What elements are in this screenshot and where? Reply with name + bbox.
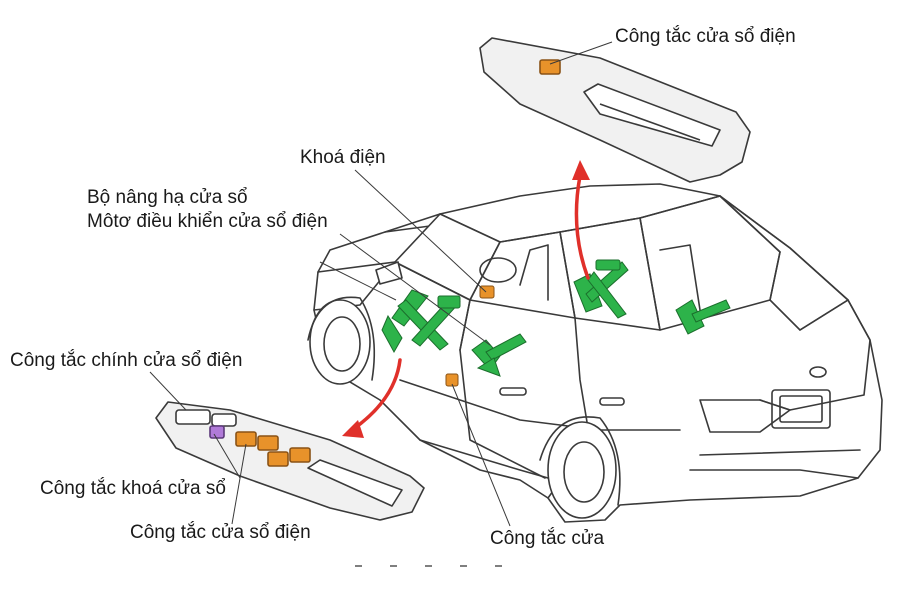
leader-master-switch: [149, 371, 187, 411]
arrow-head-up: [572, 160, 590, 180]
arrow-head-down: [342, 420, 364, 438]
license-plate: [771, 389, 831, 429]
front-door-handle: [499, 387, 527, 396]
label-power-lock: Khoá điện: [300, 147, 386, 168]
side-mirror: [375, 261, 403, 285]
leader-regulator: [319, 261, 397, 301]
rear-bumper: [689, 449, 861, 479]
arrow-to-master-panel: [350, 358, 402, 432]
master-lock-button-housing: [175, 409, 211, 425]
master-mirror-button-housing: [211, 413, 237, 427]
leader-top-switch: [549, 41, 613, 65]
label-master-window-switch: Công tắc chính cửa sổ điện: [10, 350, 243, 371]
body-crease: [399, 379, 681, 431]
master-window-switches: [235, 431, 311, 467]
front-door-line: [459, 299, 546, 479]
rear-wheel-arch: [539, 416, 621, 506]
rear-wheel-hub: [563, 441, 605, 503]
rear-emblem: [809, 366, 827, 378]
steering-wheel: [479, 257, 517, 283]
label-power-window-switch-top: Công tắc cửa sổ điện: [615, 26, 796, 47]
license-plate-inner: [779, 395, 823, 423]
top-panel-recess-inner: [599, 103, 701, 141]
label-window-motor: Môtơ điều khiển cửa sổ điện: [87, 211, 328, 232]
rear-seat: [659, 244, 701, 311]
arrow-to-top-panel: [574, 174, 590, 280]
seat-back: [519, 244, 549, 301]
label-door-switch: Công tắc cửa: [490, 528, 605, 549]
leader-lock-switch: [213, 433, 241, 479]
door-switch-part: [445, 373, 459, 387]
master-panel-cup: [307, 459, 403, 507]
rear-light: [699, 399, 791, 433]
top-switch-panel: [479, 37, 751, 183]
leader-motor: [339, 233, 491, 346]
red-arrows: [350, 174, 590, 432]
rear-door-regulator: [573, 259, 629, 319]
master-switch-panel: [155, 401, 425, 521]
front-door-motor: [471, 333, 527, 377]
sill-line: [419, 439, 549, 479]
leader-bottom-switch: [231, 443, 247, 525]
rear-door-motor: [675, 299, 731, 335]
top-window-switch: [539, 59, 561, 75]
rear-wheel: [547, 421, 617, 519]
front-wheel-hub: [323, 316, 361, 372]
leader-lines: [149, 41, 613, 527]
window-regulators: [381, 259, 731, 377]
front-door-regulator: [381, 289, 461, 354]
top-panel-recess: [583, 83, 721, 147]
rear-door-handle: [599, 397, 625, 406]
leader-power-lock: [354, 169, 487, 293]
label-power-window-switch-bottom: Công tắc cửa sổ điện: [130, 522, 311, 543]
label-window-lock-switch: Công tắc khoá cửa sổ: [40, 478, 226, 499]
leader-door-switch: [451, 383, 511, 527]
window-lock-button: [209, 425, 225, 439]
car-body: [307, 183, 883, 523]
label-window-regulator: Bộ nâng hạ cửa sổ: [87, 187, 248, 208]
front-wheel-arch: [307, 296, 376, 381]
